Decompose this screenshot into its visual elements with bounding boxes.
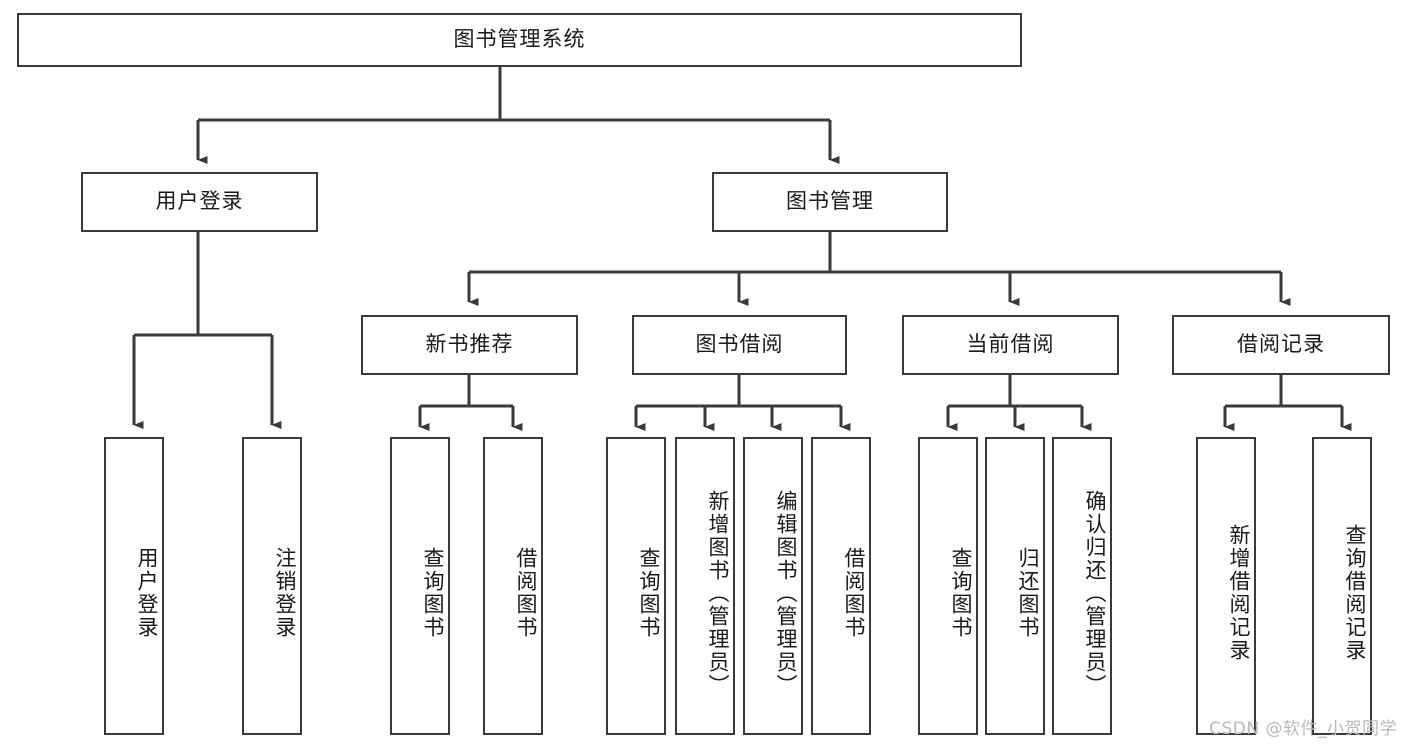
node-user-login[interactable]: 用户登录 [81,172,318,232]
node-book-borrow[interactable]: 图书借阅 [632,315,847,375]
node-label: 编辑图书（管理员） [774,489,798,697]
leaf-user-login-login[interactable]: 用户登录 [104,437,164,735]
node-borrow-record[interactable]: 借阅记录 [1172,315,1390,375]
leaf-record-add-record[interactable]: 新增借阅记录 [1196,437,1256,735]
node-label: 图书借阅 [695,332,784,357]
node-label: 归还图书 [1016,547,1040,639]
leaf-borrow-borrow-book[interactable]: 借阅图书 [811,437,871,735]
node-label: 借阅记录 [1237,332,1325,357]
leaf-recommend-query-book[interactable]: 查询图书 [390,437,450,735]
node-label: 用户登录 [135,547,159,639]
node-label: 新增图书（管理员） [706,489,730,697]
node-book-management[interactable]: 图书管理 [712,172,948,232]
leaf-recommend-borrow-book[interactable]: 借阅图书 [483,437,543,735]
node-label: 查询图书 [637,547,661,639]
node-label: 借阅图书 [842,547,866,639]
leaf-borrow-add-book-admin[interactable]: 新增图书（管理员） [675,437,735,735]
leaf-record-query-record[interactable]: 查询借阅记录 [1312,437,1372,735]
node-label: 图书管理系统 [453,27,586,52]
node-label: 当前借阅 [966,332,1055,357]
node-current-borrow[interactable]: 当前借阅 [902,315,1119,375]
node-label: 新增借阅记录 [1227,524,1251,662]
node-label: 注销登录 [273,547,297,639]
node-root-system[interactable]: 图书管理系统 [17,13,1022,67]
node-label: 查询图书 [421,547,445,639]
node-label: 借阅图书 [514,547,538,639]
leaf-borrow-query-book[interactable]: 查询图书 [606,437,666,735]
node-label: 新书推荐 [425,332,514,357]
leaf-current-query-book[interactable]: 查询图书 [918,437,978,735]
node-label: 确认归还（管理员） [1083,489,1107,697]
leaf-current-return-book[interactable]: 归还图书 [985,437,1045,735]
node-label: 查询图书 [949,547,973,639]
node-label: 查询借阅记录 [1343,524,1367,662]
leaf-user-login-logout[interactable]: 注销登录 [242,437,302,735]
node-new-book-recommend[interactable]: 新书推荐 [361,315,578,375]
node-label: 图书管理 [786,189,874,214]
node-label: 用户登录 [155,189,244,214]
leaf-current-confirm-return-admin[interactable]: 确认归还（管理员） [1052,437,1112,735]
leaf-borrow-edit-book-admin[interactable]: 编辑图书（管理员） [743,437,803,735]
